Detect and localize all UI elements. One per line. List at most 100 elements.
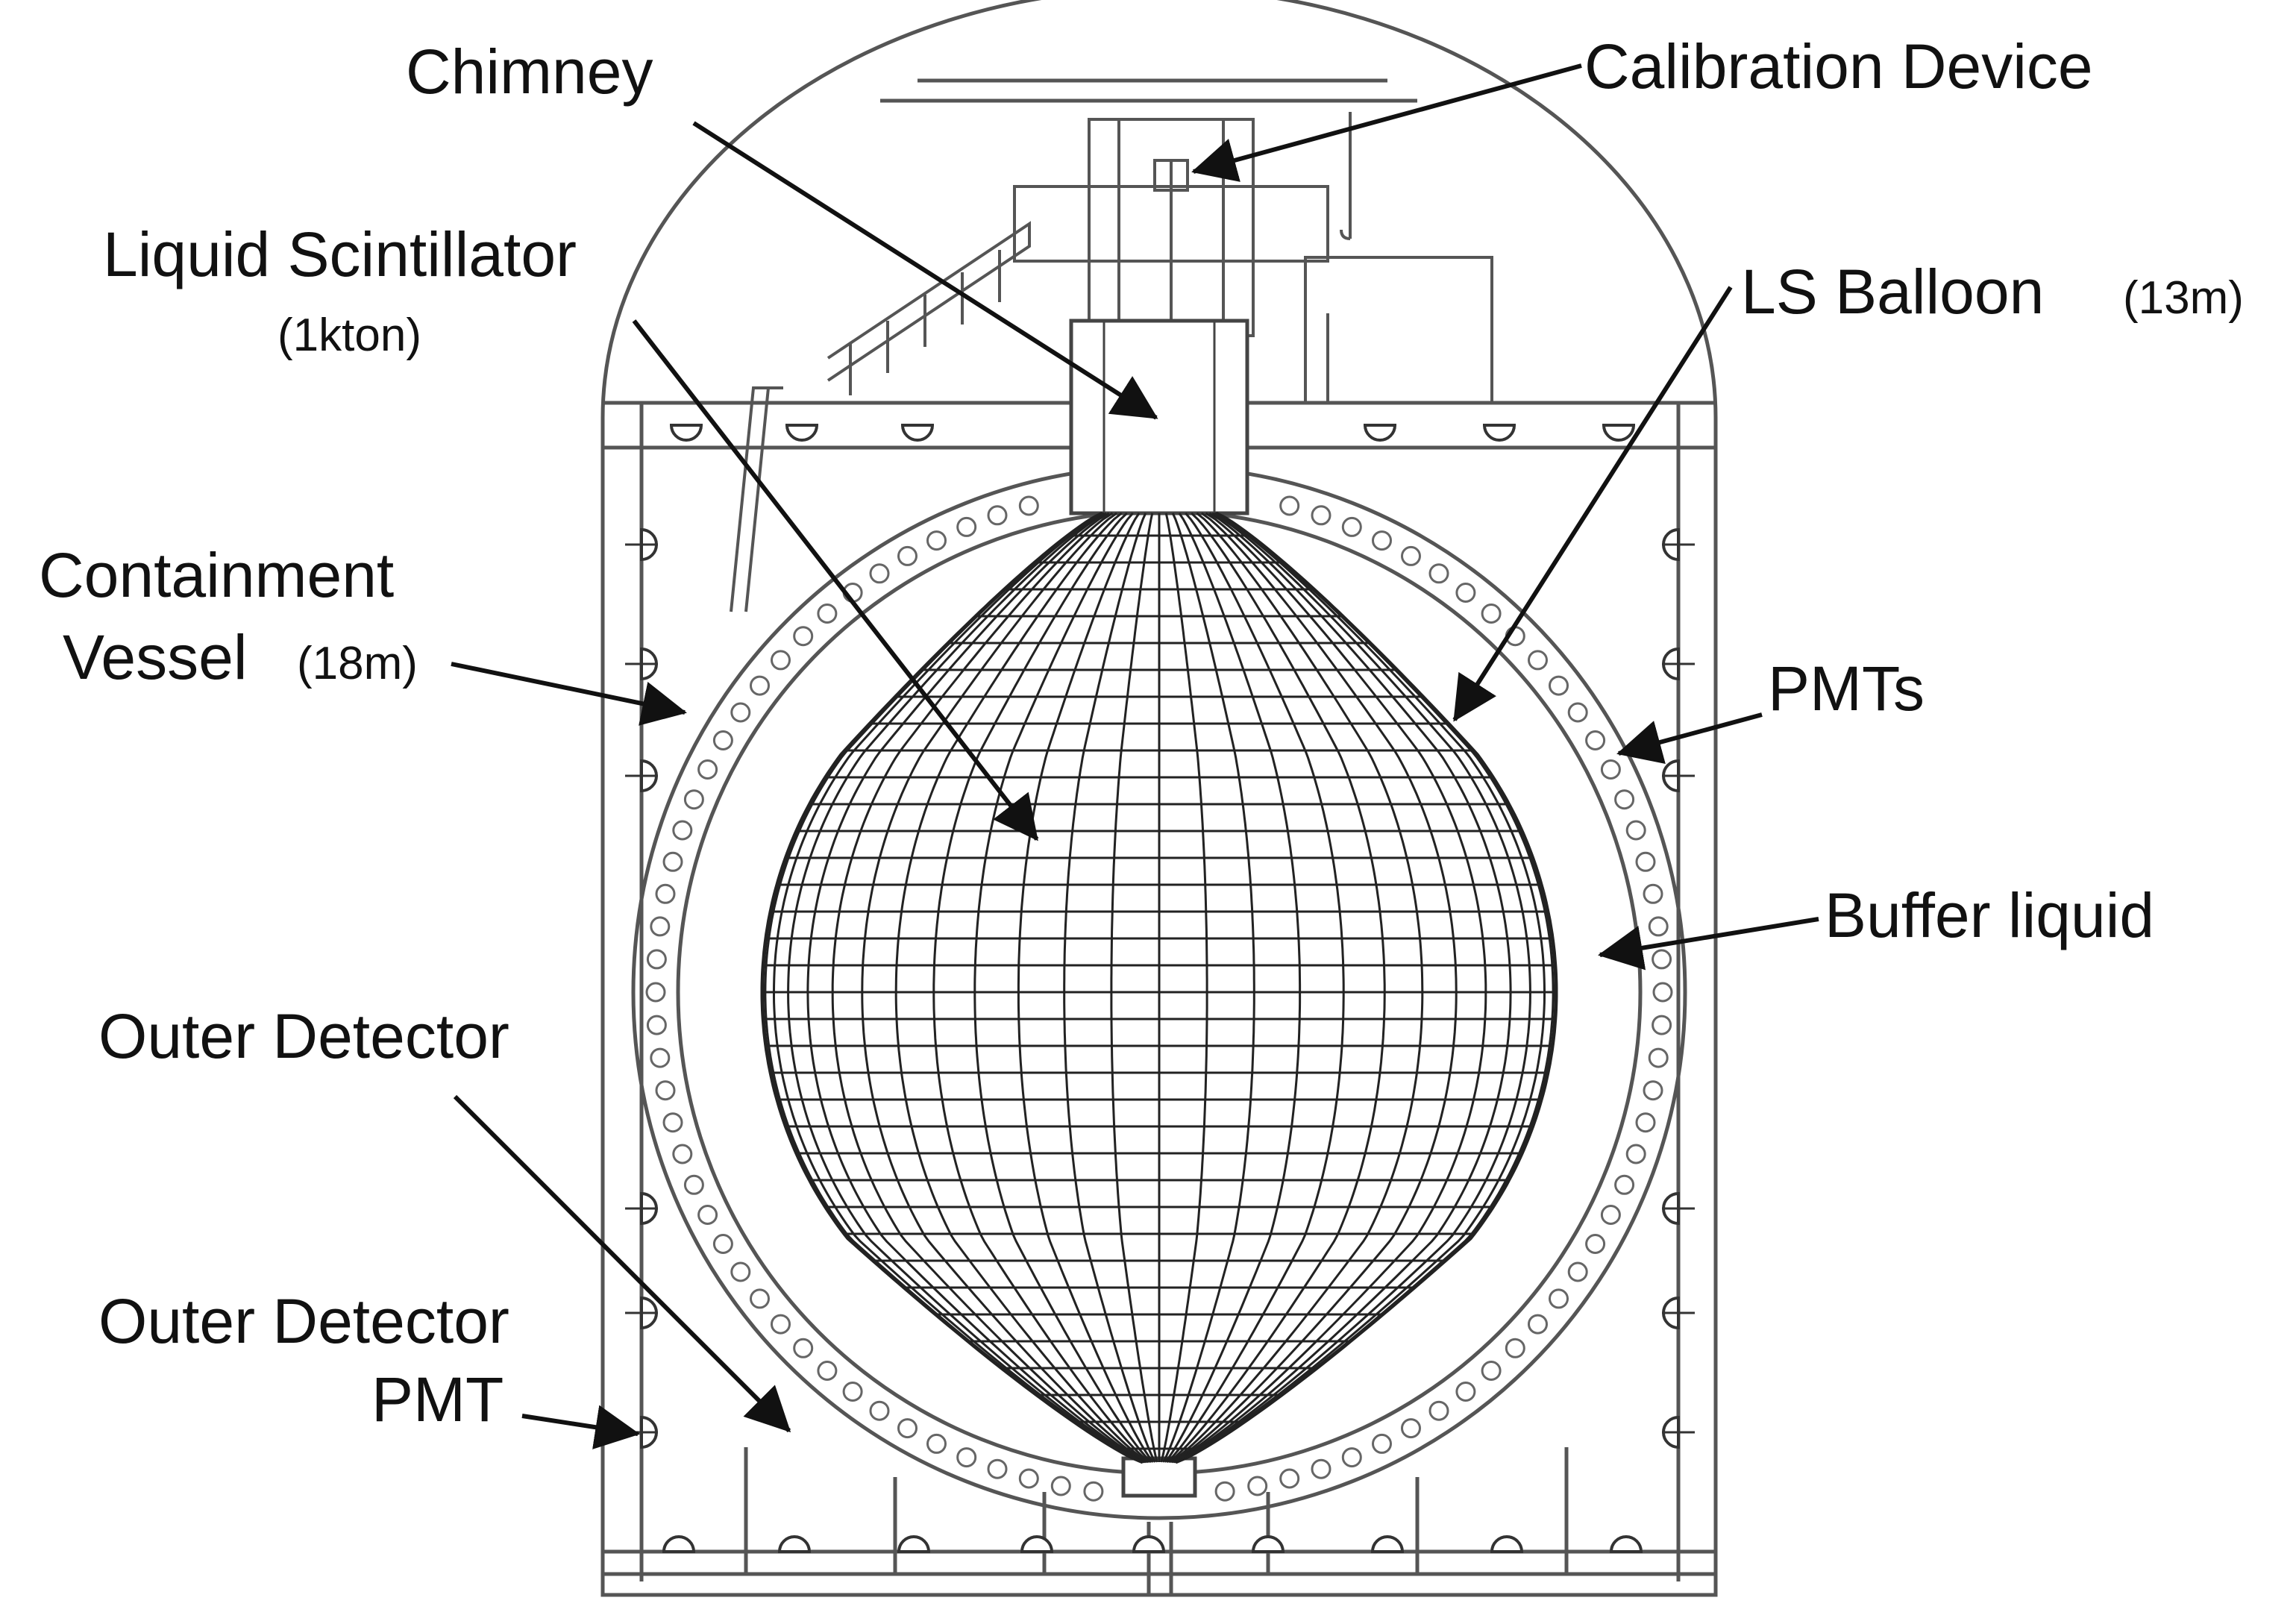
arrow-containment-vessel xyxy=(451,662,687,726)
balloon-meridian xyxy=(894,512,1149,1464)
pmt xyxy=(956,516,977,537)
pmt xyxy=(1372,1433,1392,1454)
label-outer-detector: Outer Detector xyxy=(98,1001,509,1071)
balloon-meridian xyxy=(932,512,1151,1464)
od-pmt xyxy=(669,424,703,442)
od-pmt xyxy=(1132,1535,1166,1553)
pmt xyxy=(712,1234,733,1254)
od-pmt xyxy=(1490,1535,1524,1553)
pmt xyxy=(683,1174,704,1195)
od-pmt xyxy=(1482,424,1516,442)
pmt xyxy=(817,603,838,624)
pmt xyxy=(1481,1361,1502,1381)
pmt xyxy=(926,1433,947,1454)
pmt xyxy=(730,702,751,723)
pmt xyxy=(793,626,814,647)
pmt xyxy=(1614,1174,1635,1195)
balloon-meridian xyxy=(861,512,1148,1464)
pmt xyxy=(1018,495,1039,516)
pmt xyxy=(1567,1261,1588,1282)
pmt xyxy=(897,545,918,566)
balloon-meridian xyxy=(1170,512,1458,1464)
od-pmt xyxy=(785,424,819,442)
pmt xyxy=(646,949,667,970)
arrow-calibration-device xyxy=(1191,63,1582,182)
balloon-outline-right xyxy=(1175,511,1558,1464)
pmt xyxy=(1428,563,1449,584)
pmt xyxy=(1635,851,1656,872)
arrow-buffer-liquid xyxy=(1598,917,1819,971)
pmt xyxy=(1341,1447,1362,1468)
pmt xyxy=(1247,1476,1268,1496)
od-pmt xyxy=(777,1535,812,1553)
balloon-meridian xyxy=(764,512,1144,1464)
pmt xyxy=(1625,820,1646,841)
arrow-outer-detector xyxy=(453,1094,791,1433)
pmt xyxy=(793,1338,814,1358)
od-pmt xyxy=(900,424,935,442)
pmt xyxy=(646,1015,667,1035)
pmt xyxy=(662,1112,683,1133)
pmt xyxy=(1635,1112,1656,1133)
pmt xyxy=(1083,1481,1104,1502)
pmt xyxy=(1585,1234,1606,1254)
pmt xyxy=(697,759,718,780)
pmt xyxy=(1652,949,1672,970)
arrow-ls-balloon xyxy=(1452,286,1733,722)
inner-pmt-ring xyxy=(645,495,1673,1502)
pmt xyxy=(869,1400,890,1421)
pmt xyxy=(1614,789,1635,810)
arrow-outer-detector-pmt xyxy=(521,1405,640,1449)
pmt xyxy=(1279,495,1300,516)
pmt xyxy=(1050,1476,1071,1496)
label-chimney: Chimney xyxy=(406,37,653,107)
balloon-meridian xyxy=(1164,512,1302,1463)
pmt xyxy=(1455,583,1476,603)
pmt xyxy=(672,1144,693,1164)
arrow-pmts xyxy=(1616,712,1763,765)
pmt xyxy=(650,916,671,937)
label-ls-balloon: LS Balloon xyxy=(1741,257,2044,327)
label-liquid-scintillator-mass: (1kton) xyxy=(277,310,421,361)
label-outer-detector-pmt-2: PMT xyxy=(371,1364,504,1435)
od-pmt xyxy=(1370,1535,1405,1553)
pmt xyxy=(1600,1205,1621,1225)
balloon-meridian xyxy=(1166,512,1345,1464)
pmt xyxy=(1643,883,1663,904)
pmt xyxy=(730,1261,751,1282)
pmt xyxy=(1648,916,1669,937)
pmt xyxy=(1214,1481,1235,1502)
ls-balloon xyxy=(760,511,1558,1464)
pmt xyxy=(842,1382,863,1402)
label-ls-balloon-size: (13m) xyxy=(2123,272,2244,324)
balloon-meridian xyxy=(806,512,1146,1464)
pmt xyxy=(712,730,733,750)
pmt xyxy=(926,530,947,551)
pmt xyxy=(645,982,666,1003)
pmt xyxy=(683,789,704,810)
od-pmt xyxy=(1363,424,1397,442)
pmt xyxy=(1279,1468,1300,1489)
balloon-meridian xyxy=(1174,512,1546,1464)
pmt xyxy=(1625,1144,1646,1164)
od-pmt xyxy=(1602,424,1636,442)
balloon-meridian xyxy=(1175,512,1555,1464)
balloon-meridian xyxy=(973,512,1152,1464)
pmt xyxy=(869,563,890,584)
balloon-meridian xyxy=(1167,512,1386,1464)
pmt xyxy=(1528,1314,1548,1335)
pmt xyxy=(655,1080,676,1101)
balloon-meridian xyxy=(773,512,1144,1464)
balloon-outline-left xyxy=(760,511,1144,1464)
pmt xyxy=(1643,1080,1663,1101)
label-calibration-device: Calibration Device xyxy=(1584,31,2093,101)
balloon-meridian xyxy=(1017,512,1155,1463)
pmt xyxy=(1311,505,1332,526)
label-containment-vessel-size: (18m) xyxy=(297,638,418,689)
pmt xyxy=(1372,530,1392,551)
pmt xyxy=(1528,650,1548,671)
pmt xyxy=(771,1314,791,1335)
pmt xyxy=(662,851,683,872)
pmt xyxy=(817,1361,838,1381)
pmt xyxy=(1428,1400,1449,1421)
